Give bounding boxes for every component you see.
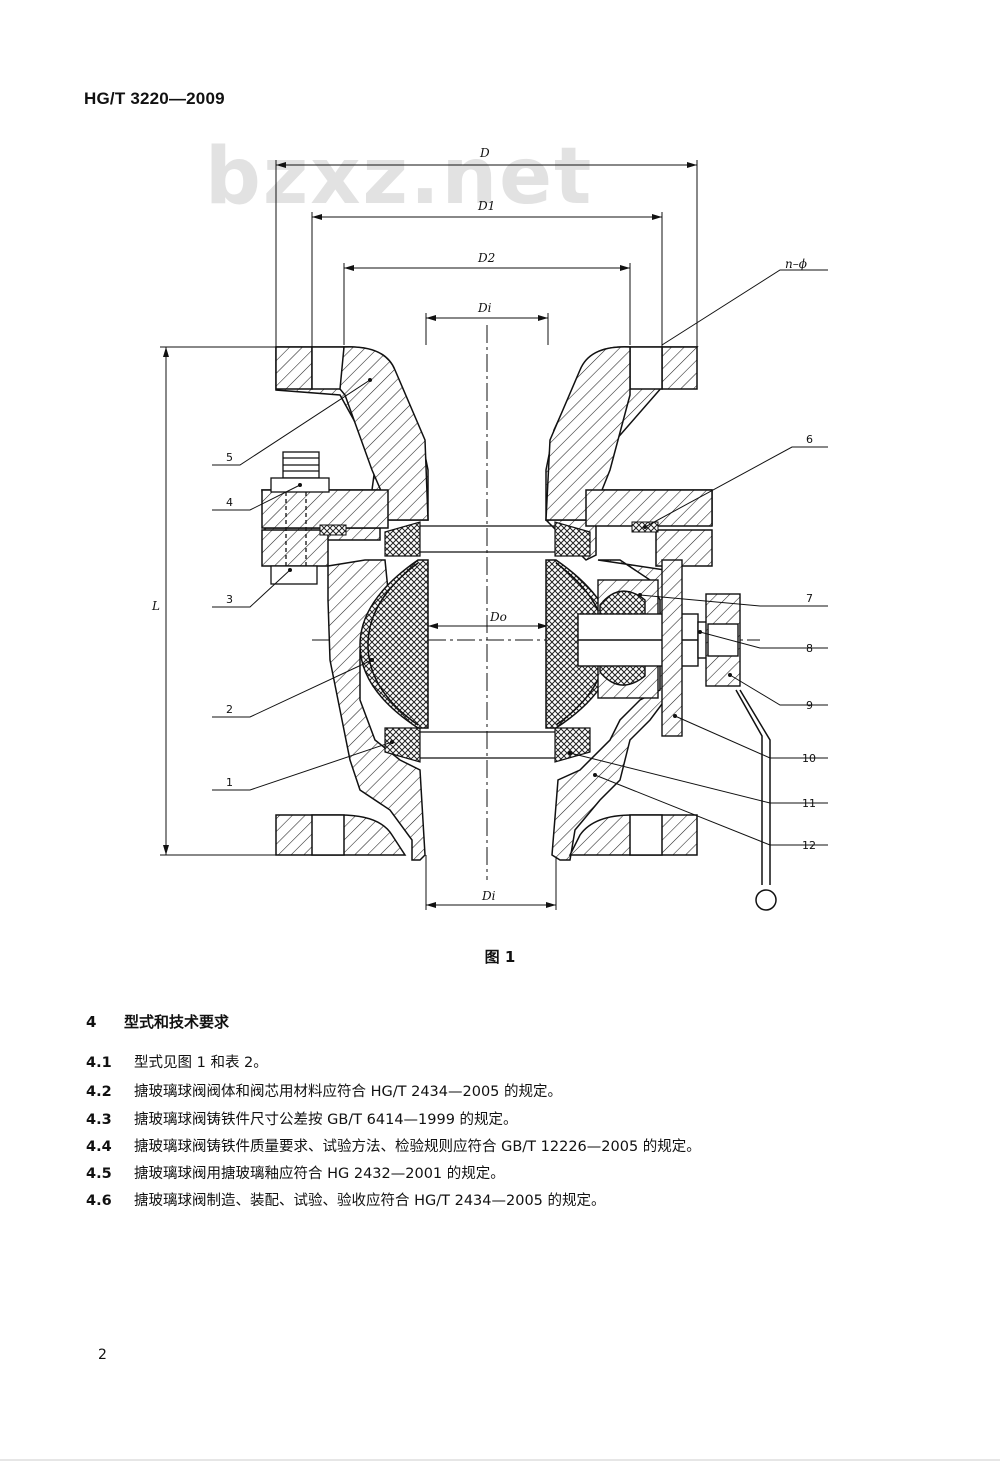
watermark: bzxz.net [205,132,594,222]
figure-caption: 图 1 [484,948,516,966]
page-bottom-edge [0,1459,1000,1461]
part-label-9: 9 [806,699,813,712]
part-label-5: 5 [226,451,233,464]
dim-n-phi: n–ϕ [785,257,807,271]
clause-text: 搪玻璃球阀铸铁件尺寸公差按 GB/T 6414—1999 的规定。 [134,1112,518,1128]
part-label-12: 12 [802,839,816,852]
clause-text: 搪玻璃球阀阀体和阀芯用材料应符合 HG/T 2434—2005 的规定。 [134,1084,563,1100]
clause-4-5: 4.5 搪玻璃球阀用搪玻璃釉应符合 HG 2432—2001 的规定。 [86,1162,505,1183]
standard-code: HG/T 3220—2009 [84,89,225,108]
section-heading: 4 型式和技术要求 [86,1011,229,1032]
clause-number: 4.4 [86,1139,112,1155]
dim-d: D [479,146,490,160]
right-upper-mid-flange [585,489,713,527]
part-label-2: 2 [226,703,233,716]
clause-number: 4.5 [86,1166,112,1182]
handle [735,689,777,911]
dim-d0: Do [489,610,507,624]
section-title: 型式和技术要求 [124,1013,230,1031]
stem-assembly [577,559,741,737]
clause-4-1: 4.1 型式见图 1 和表 2。 [86,1051,268,1072]
part-label-1: 1 [226,776,233,789]
dim-l: L [151,599,160,613]
clause-4-6: 4.6 搪玻璃球阀制造、装配、试验、验收应符合 HG/T 2434—2005 的规… [86,1189,606,1210]
leader-lines [212,269,828,846]
dimension-arrows [163,162,697,908]
part-label-8: 8 [806,642,813,655]
clause-4-3: 4.3 搪玻璃球阀铸铁件尺寸公差按 GB/T 6414—1999 的规定。 [86,1108,518,1129]
clause-number: 4.1 [86,1055,112,1071]
ball [359,559,615,729]
dim-d2: D2 [477,251,495,265]
part-label-10: 10 [802,752,816,765]
dim-di-bottom: Di [481,889,496,903]
page-number: 2 [98,1347,107,1363]
clause-text: 搪玻璃球阀用搪玻璃釉应符合 HG 2432—2001 的规定。 [134,1166,505,1182]
clause-text: 搪玻璃球阀制造、装配、试验、验收应符合 HG/T 2434—2005 的规定。 [134,1193,606,1209]
part-label-6: 6 [806,433,813,446]
dim-di-top: Di [477,301,492,315]
dim-d1: D1 [477,199,495,213]
part-label-11: 11 [802,797,816,810]
part-label-7: 7 [806,592,813,605]
left-upper-mid-flange [261,489,389,529]
left-top-flange [275,346,313,390]
leader-dots [288,378,732,777]
part-label-4: 4 [226,496,233,509]
clause-number: 4.3 [86,1112,112,1128]
right-top-flange [661,346,698,390]
clause-text: 搪玻璃球阀铸铁件质量要求、试验方法、检验规则应符合 GB/T 12226—200… [134,1139,701,1155]
clause-4-2: 4.2 搪玻璃球阀阀体和阀芯用材料应符合 HG/T 2434—2005 的规定。 [86,1080,562,1101]
seat-rings [384,521,591,763]
left-lower-mid-flange [261,529,329,567]
clause-number: 4.6 [86,1193,112,1209]
valve-drawing: D D1 D2 Di Do Di L n–ϕ [151,146,828,911]
clause-number: 4.2 [86,1084,112,1100]
part-label-3: 3 [226,593,233,606]
clause-text: 型式见图 1 和表 2。 [134,1055,268,1071]
clause-4-4: 4.4 搪玻璃球阀铸铁件质量要求、试验方法、检验规则应符合 GB/T 12226—… [86,1135,701,1156]
section-number: 4 [86,1013,97,1031]
